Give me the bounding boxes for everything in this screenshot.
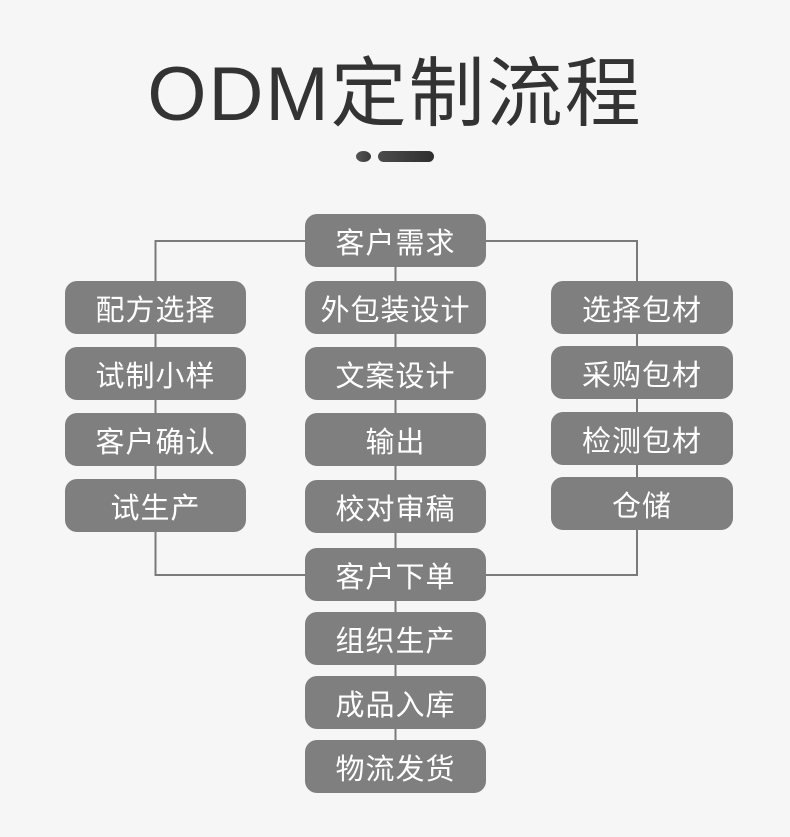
flow-node-customer-confirmation: 客户确认 (65, 413, 246, 466)
divider-bar-icon (378, 150, 434, 162)
flow-node-inspect-packaging: 检测包材 (551, 412, 733, 465)
flow-node-warehousing: 仓储 (551, 477, 733, 530)
flow-node-trial-sample: 试制小样 (65, 347, 246, 400)
title-divider (0, 150, 790, 162)
flow-node-customer-order: 客户下单 (305, 548, 486, 601)
flow-node-outer-packaging-design: 外包装设计 (305, 281, 486, 334)
flow-node-select-packaging: 选择包材 (551, 281, 733, 334)
page-title: ODM定制流程 (147, 52, 643, 137)
flow-node-copy-design: 文案设计 (305, 347, 486, 400)
flow-node-formula-selection: 配方选择 (65, 281, 246, 334)
flow-node-purchase-packaging: 采购包材 (551, 346, 733, 399)
flow-node-trial-production: 试生产 (65, 479, 246, 532)
flow-node-finished-goods-storage: 成品入库 (305, 676, 486, 729)
flow-node-proofreading-review: 校对审稿 (305, 480, 486, 533)
flow-node-organize-production: 组织生产 (305, 612, 486, 665)
flow-node-output: 输出 (305, 413, 486, 466)
flow-node-customer-needs: 客户需求 (305, 214, 486, 267)
flow-node-logistics-shipping: 物流发货 (305, 740, 486, 793)
divider-dot-icon (356, 150, 371, 162)
